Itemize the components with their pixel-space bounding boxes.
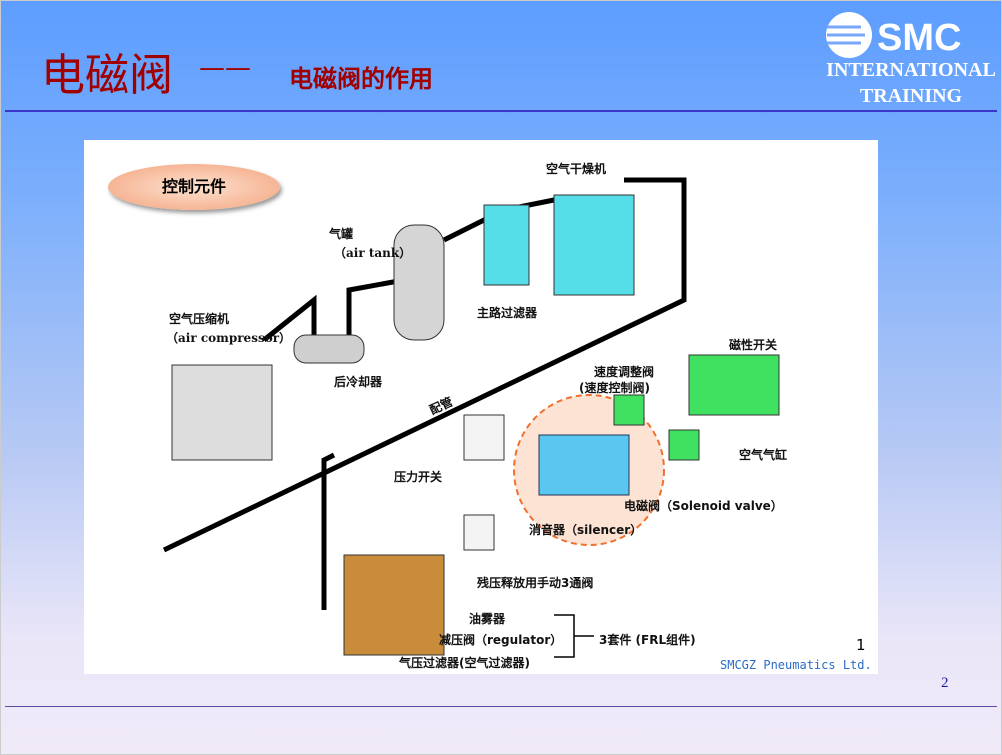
slide-subtitle: 电磁阀的作用: [289, 65, 433, 93]
pipe-compressor: [262, 294, 317, 342]
label-frl: 3套件 (FRL组件): [599, 633, 696, 647]
label-compressor-en: （air compressor）: [166, 331, 292, 345]
label-cylinder: 空气气缸: [739, 448, 788, 462]
pneumatic-system-diagram: 控制元件 空气干燥机 气罐 （air tank） 主路过滤器 空气压缩机 （ai…: [84, 140, 878, 674]
compressor-shape: [171, 364, 273, 461]
label-compressor: 空气压缩机: [169, 312, 230, 326]
filter-shape: [483, 204, 530, 286]
label-regulator: 减压阀（regulator）: [439, 633, 563, 647]
solenoid-shape: [538, 434, 630, 496]
page-number: 2: [941, 675, 949, 691]
label-dryer: 空气干燥机: [546, 162, 607, 176]
footer-divider: [5, 706, 997, 707]
title-dash: ——: [199, 53, 251, 83]
label-manual-valve: 残压释放用手动3通阀: [477, 576, 594, 590]
figure-footer: SMCGZ Pneumatics Ltd.: [720, 658, 872, 672]
label-magnetic-switch: 磁性开关: [729, 338, 778, 352]
pressure-switch-shape: [463, 414, 505, 461]
label-solenoid-valve: 电磁阀（Solenoid valve）: [624, 499, 783, 513]
cylinder-shape: [688, 354, 780, 416]
control-elements-badge: 控制元件: [108, 164, 280, 210]
logo-brand: SMC: [877, 17, 962, 59]
label-tank: 气罐: [329, 227, 354, 241]
label-aftercooler: 后冷却器: [334, 375, 383, 389]
logo-line2: TRAINING: [859, 85, 963, 107]
figure-page-number: 1: [856, 636, 866, 654]
diagram-graphics: [162, 177, 780, 658]
label-tank-en: （air tank）: [334, 246, 412, 260]
label-pressure-switch: 压力开关: [394, 470, 443, 484]
label-air-filter: 气压过滤器(空气过滤器): [399, 656, 530, 670]
slide-title: 电磁阀: [41, 50, 173, 101]
label-main-filter: 主路过滤器: [477, 306, 538, 320]
label-speed-valve-alt: (速度控制阀): [579, 381, 650, 395]
aftercooler-shape: [293, 334, 365, 364]
label-speed-valve: 速度调整阀: [594, 365, 655, 379]
dryer-shape: [553, 194, 635, 296]
tank-shape: [393, 224, 445, 341]
main-pipe: [162, 177, 687, 553]
frl-shape: [343, 554, 445, 656]
label-silencer: 消音器（silencer）: [529, 523, 643, 537]
header-divider: [5, 110, 997, 112]
smc-globe-icon: [826, 12, 872, 58]
label-lubricator: 油雾器: [469, 612, 506, 626]
logo-line1: INTERNATIONAL: [826, 59, 996, 81]
